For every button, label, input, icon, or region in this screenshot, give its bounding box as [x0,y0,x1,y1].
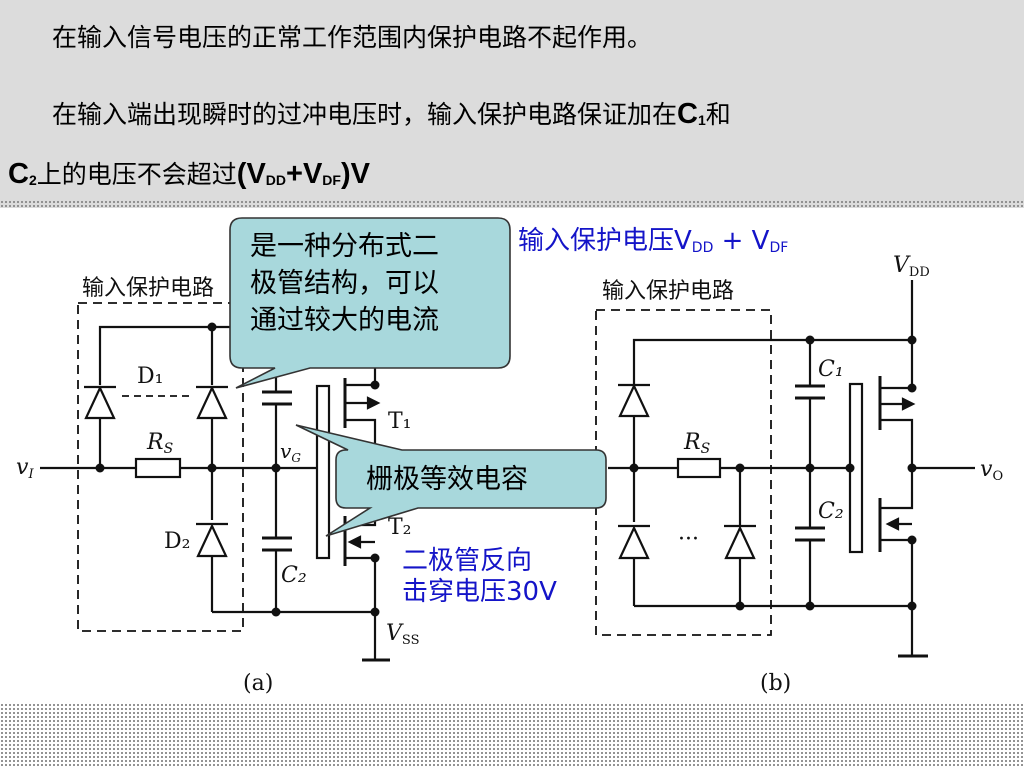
protection-label-b: 输入保护电路 [602,279,734,304]
callout-gate-capacitance-text: 栅极等效电容 [366,464,528,495]
vdd-label: VDD [893,253,930,280]
protection-box-b [595,309,772,636]
protect-voltage-annotation: 输入保护电压VDD + VDF [518,226,789,256]
dotted-footer [0,703,1024,768]
callout-line-2: 极管结构，可以 [250,268,439,299]
vg-label: vG [280,439,301,465]
callout-gate-capacitance [295,424,607,537]
rs-label-b: RS [683,430,710,457]
diode-d1 [196,385,228,420]
c1-label-b: C₁ [818,357,844,382]
header-line-2: 在输入端出现瞬时的过冲电压时，输入保护电路保证加在C1和 [52,98,731,130]
d1-label: D₁ [137,364,163,389]
callout-distributed-diode [229,217,511,389]
vo-label: vO [980,457,1003,484]
resistor-rs-a [134,457,182,479]
resistor-rs-b [676,457,722,479]
diode-b-lower-right [724,525,756,560]
vss-label: VSS [386,621,419,648]
diode-a-left [84,385,116,420]
diode-b-upper [618,383,650,418]
breakdown-annotation: 二极管反向 击穿电压30V [402,546,557,608]
gate-bar-a [315,384,331,560]
breakdown-line-2: 击穿电压30V [402,577,557,607]
callout-line-1: 是一种分布式二 [250,231,439,262]
protection-label-a: 输入保护电路 [82,276,214,301]
caption-b: (b) [760,671,791,696]
c2-label-a: C₂ [281,563,307,588]
t2-label: T₂ [388,515,412,540]
callout-line-3: 通过较大的电流 [250,305,439,336]
header-panel [0,0,1024,208]
rs-label-a: RS [146,430,173,457]
c2-label-b: C₂ [818,499,844,524]
diode-ellipsis: ··· [678,527,699,552]
circuit-diagram: 输入保护电路 D₁ RS vI D₂ vG C₂ T₁ T₂ [16,217,1003,696]
diode-d2 [196,523,228,558]
junction-dots-b [629,335,917,611]
header-line-3: C2上的电压不会超过(VDD+VDF)V [8,158,370,190]
protection-box-a [77,302,244,632]
dotted-divider [0,200,1024,208]
t1-label: T₁ [388,409,412,434]
diode-b-lower-left [618,525,650,560]
top-rail-b [632,338,912,385]
header-line-1: 在输入信号电压的正常工作范围内保护电路不起作用。 [52,23,653,52]
callout-distributed-diode-text: 是一种分布式二 极管结构，可以 通过较大的电流 [250,228,439,339]
caption-a: (a) [243,671,273,696]
vi-label: vI [16,455,34,482]
d2-label: D₂ [164,529,190,554]
breakdown-line-1: 二极管反向 [402,546,533,576]
